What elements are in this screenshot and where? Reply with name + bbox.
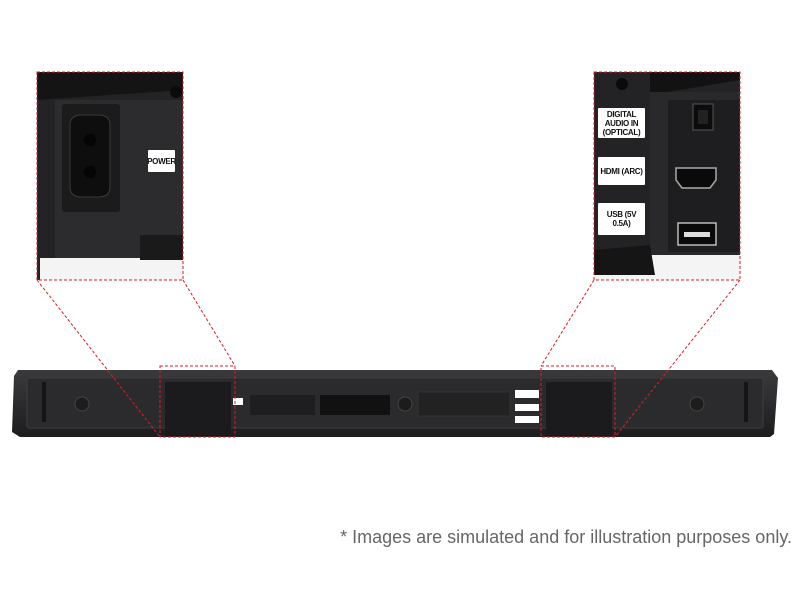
hdmi-label: HDMI (ARC): [598, 157, 645, 185]
power-label: POWER: [147, 150, 176, 172]
soundbar-rear: [12, 370, 778, 437]
disclaimer-text: * Images are simulated and for illustrat…: [340, 527, 792, 547]
callout-lines: [36, 71, 741, 438]
left-inset-power: [37, 72, 183, 280]
power-socket-icon: [62, 104, 120, 212]
usb-label: USB (5V 0.5A): [598, 203, 645, 235]
usb-port-icon: [677, 222, 717, 246]
right-inset-ports: [594, 72, 740, 280]
optical-port-icon: [692, 103, 714, 131]
optical-label: DIGITAL AUDIO IN (OPTICAL): [598, 108, 645, 138]
hdmi-port-icon: [675, 167, 717, 189]
